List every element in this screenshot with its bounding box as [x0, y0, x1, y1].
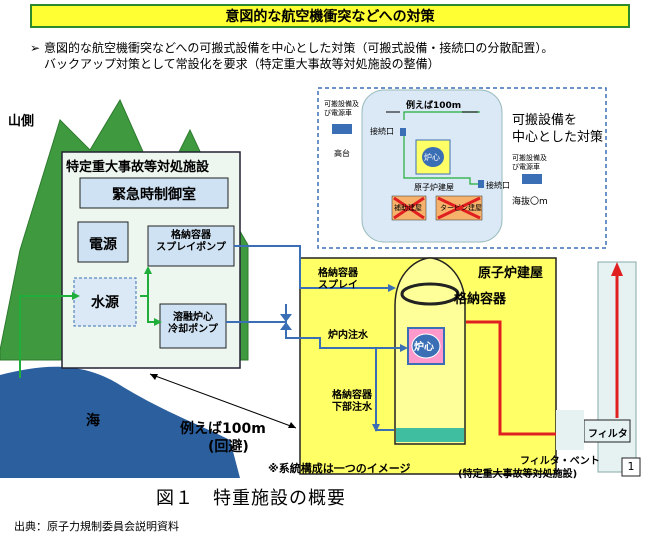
page-number: 1: [627, 460, 635, 473]
green-arrow-right: [154, 318, 162, 326]
core-pump-line-2: 冷却ポンプ: [168, 324, 218, 335]
spray-pump-label: 格納容器 スプレイポンプ: [150, 230, 232, 254]
sea-label: 海: [86, 413, 100, 429]
spray-ring: [400, 282, 460, 306]
core-label: 炉心: [414, 342, 434, 353]
inset-title: 可搬設備を 中心とした対策: [512, 112, 603, 146]
inset-truck-2: [522, 174, 542, 184]
spray-pump-line-2: スプレイポンプ: [156, 242, 226, 253]
bullet-text: ➢意図的な航空機衝突などへの可搬式設備を中心とした対策（可搬式設備・接続口の分散…: [30, 40, 553, 72]
figure-caption: 図１ 特重施設の概要: [156, 488, 346, 509]
distance-arrow: [149, 373, 297, 429]
lower-water: [396, 428, 464, 442]
core-pump-box: [159, 303, 227, 349]
facility-label: 特定重大事故等対処施設: [66, 160, 210, 175]
green-arrow-up: [144, 266, 152, 274]
containment-label: 格納容器: [454, 292, 507, 307]
power-box: [77, 221, 129, 263]
inset-turbine-label: タービン建屋: [440, 204, 482, 212]
control-room-box: [79, 177, 229, 209]
inset-x-mark-2: [437, 196, 481, 220]
inset-connection-label-2: 接続口: [486, 181, 510, 190]
inset-core-label: 炉心: [424, 153, 440, 162]
inset-title-line-2: 中心とした対策: [512, 130, 604, 145]
inset-aux-label: 補助建屋: [394, 204, 422, 212]
vent-label: フィルタ・ベント: [520, 456, 600, 467]
bullet-line-1: 意図的な航空機衝突などへの可搬式設備を中心とした対策（可搬式設備・接続口の分散配…: [44, 41, 554, 55]
inset-equipment-2: 可搬設備及 び電源車: [512, 154, 547, 171]
distance-label: 例えば100m: [180, 421, 266, 437]
inset-title-line-1: 可搬設備を: [512, 113, 578, 128]
spray-pump-line-1: 格納容器: [171, 230, 211, 241]
inset-distance-label: 例えば100m: [406, 101, 462, 111]
inset-x-mark-1: [393, 196, 425, 220]
lower-line-1: 格納容器: [332, 390, 372, 401]
distance-note: (回避): [208, 439, 249, 455]
filter-label: フィルタ: [588, 429, 628, 440]
core-injection-label: 炉内注水: [328, 330, 368, 341]
green-arrow-in: [72, 292, 80, 300]
title-text: 意図的な航空機衝突などへの対策: [225, 9, 435, 25]
core-pump-line-1: 溶融炉心: [173, 312, 213, 323]
blue-pipe-spray: [234, 245, 393, 289]
green-pipe: [19, 295, 72, 378]
water-box: [73, 277, 137, 327]
blue-arrow-lower: [372, 424, 380, 432]
inset-equipment-1: 可搬設備及 び電源車: [324, 100, 359, 117]
core-pump-label: 溶融炉心 冷却ポンプ: [162, 312, 224, 336]
sea-shape: [0, 366, 240, 478]
lower-line-2: 下部注水: [332, 402, 372, 413]
spray-line-2: スプレイ: [318, 280, 358, 291]
control-room-label: 緊急時制御室: [112, 187, 196, 203]
lower-injection-label: 格納容器 下部注水: [332, 390, 372, 414]
red-arrow-up: [611, 262, 623, 276]
inset-connector-2: [478, 180, 484, 188]
blue-arrow-core: [400, 344, 408, 352]
page-number-box: [621, 457, 641, 477]
red-pipe: [466, 320, 578, 436]
core-ellipse: [411, 333, 441, 359]
valve-icon: [280, 314, 292, 330]
system-note: ※系統構成は一つのイメージ: [268, 462, 411, 475]
inset-connector-1: [400, 128, 406, 136]
inset-building-label: 原子炉建屋: [414, 183, 454, 192]
distance-arrowhead-right: [288, 422, 296, 428]
source-note: 出典：原子力規制委員会説明資料: [14, 520, 179, 533]
water-label: 水源: [91, 295, 119, 311]
arrow-bullet-icon: ➢: [30, 41, 41, 55]
filter-link: [556, 410, 584, 450]
inset-sea-level-label: 海抜〇m: [512, 197, 548, 207]
bullet-line-2: バックアップ対策として常設化を要求（特定重大事故等対処施設の整備）: [44, 57, 440, 71]
reactor-building-label: 原子炉建屋: [478, 266, 544, 281]
blue-arrow-spray: [388, 284, 396, 292]
vent-note: (特定重大事故等対処施設): [458, 469, 578, 480]
mountain-label: 山側: [8, 114, 35, 129]
inset-pipes: [403, 111, 480, 185]
inset-highland-label: 高台: [334, 149, 350, 158]
inset-connection-label-1: 接続口: [370, 127, 394, 136]
spray-pump-box: [147, 225, 235, 267]
spray-label: 格納容器 スプレイ: [318, 268, 358, 292]
inset-truck-1: [332, 124, 352, 134]
power-label: 電源: [89, 237, 117, 253]
inset-core-ellipse: [422, 147, 444, 167]
spray-line-1: 格納容器: [318, 268, 358, 279]
title-banner: 意図的な航空機衝突などへの対策: [30, 4, 630, 28]
distance-arrowhead-left: [150, 374, 158, 380]
